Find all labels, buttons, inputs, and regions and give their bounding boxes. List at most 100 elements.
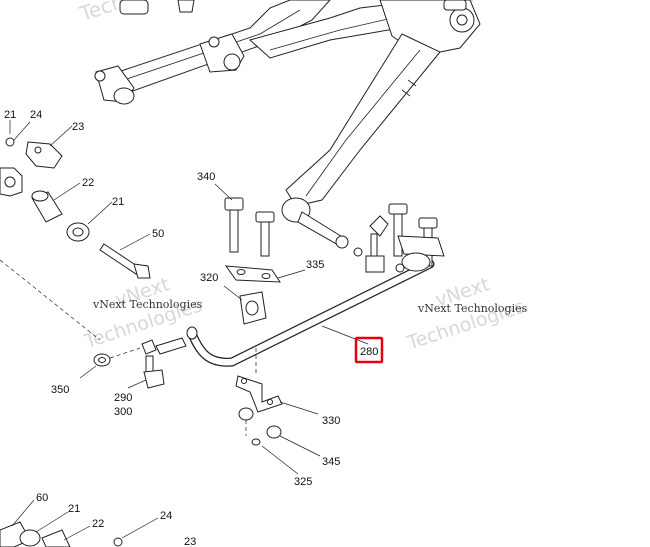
bolt-340-shank [229,209,239,253]
watermark-small-line: vNext Technologies [92,298,203,311]
assembly-centerline [0,259,101,341]
callout-335: 335 [306,259,324,271]
grease-fitting-24 [5,137,15,147]
lower-link-assembly [79,337,187,389]
part-22-lower [41,529,71,547]
a-arm-lower-member [285,33,441,207]
right-link-assembly [353,203,445,273]
leader-line [119,233,151,251]
link-rod-end [365,255,385,273]
watermark-small-line: vNext Technologies [417,302,528,315]
callout-21: 21 [4,109,16,121]
left-exploded-parts [0,120,151,341]
bracket-hole [4,176,16,188]
callout-325: 325 [294,476,312,488]
link-bushing [401,252,431,272]
clamp-hole [241,378,247,384]
clamp-nut [238,407,254,421]
bolt-340-head [224,197,244,211]
leader-line [53,182,81,201]
callout-300: 300 [114,406,132,418]
bushing-320-hole [245,300,259,316]
leader-line [279,435,321,457]
callout-330: 330 [322,415,340,427]
sway-bar-280 [186,259,435,367]
link-bolt-head [388,203,408,215]
leader-line [11,499,35,527]
callout-21: 21 [112,196,124,208]
leader-line-280 [321,325,369,345]
a-arm-bolt-head [208,36,220,48]
link-bolt-head [418,217,438,229]
plate-hole [236,269,246,275]
callout-340: 340 [197,171,215,183]
plate-hole [261,273,271,279]
callout-23: 23 [184,536,196,547]
link-300-end [143,369,165,389]
link-290-arm [155,337,187,355]
link-bracket [397,235,445,257]
bolt-head-50 [133,263,151,279]
plate-335 [224,265,281,283]
sway-bar-body [188,260,434,366]
bottom-clamp-assembly [235,348,321,475]
part-21-lower [19,529,41,547]
a-arm-ball-joint-center [456,14,468,26]
a-arm-assembly [94,0,481,249]
callout-290: 290 [114,392,132,404]
a-arm-rail-line [117,9,301,83]
a-arm-end-part [119,0,149,15]
callout-280: 280 [360,346,378,358]
mount-hardware [214,183,306,325]
leader-line [261,445,299,475]
leader-line [277,269,306,279]
callout-350: 350 [51,384,69,396]
clamp-hole [267,399,273,405]
callout-22: 22 [82,177,94,189]
bushing-hole [72,227,84,237]
leader-line [49,125,73,147]
a-arm-bolt-head [94,70,106,82]
callout-345: 345 [322,456,340,468]
leader-line [87,201,113,225]
a-arm-end-part [177,0,195,13]
leader-line [79,365,97,379]
bolt-part-50 [99,243,141,275]
a-arm-bushing [113,87,135,105]
bottom-left-parts [0,499,159,547]
leader-line [121,517,159,539]
a-arm-bushing [223,53,241,71]
a-arm-lower-member-line [305,49,421,197]
bolt-325 [251,438,261,446]
callout-23: 23 [72,121,84,133]
a-arm-ball-joint-cap [443,0,467,11]
part-24-lower [113,537,123,547]
bolt-340-head [255,211,275,223]
leader-line [214,183,233,201]
callout-21: 21 [68,503,80,515]
link-nut [395,263,405,273]
callout-320: 320 [200,272,218,284]
leader-line [63,525,91,541]
callout-24: 24 [160,510,172,522]
plate-part-23 [25,141,63,169]
link-nut [353,247,363,257]
leader-line [13,121,31,141]
link-290-stud [141,339,157,355]
leader-line [35,511,69,533]
a-arm-nut [335,235,349,249]
nut-350-hole [98,357,106,363]
nut-345 [266,425,282,439]
link-centerline [109,347,141,359]
callout-highlight-280 [354,336,384,364]
link-rod-top [369,215,389,237]
callout-24: 24 [30,109,42,121]
sway-bar-end [186,326,198,340]
a-arm-detail-line [401,79,417,97]
link-bolt [393,211,403,257]
callout-22: 22 [92,518,104,530]
leader-line [223,285,243,301]
bolt-340-shank [260,221,270,257]
